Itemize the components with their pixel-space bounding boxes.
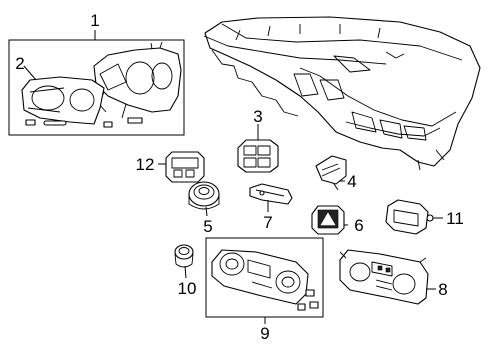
sensor-part-7 <box>249 183 293 205</box>
knob-part-5 <box>188 181 220 210</box>
callout-5: 5 <box>203 217 212 236</box>
callout-8: 8 <box>438 280 447 299</box>
callout-2: 2 <box>15 54 24 73</box>
callout-12: 12 <box>136 155 155 174</box>
callout-7: 7 <box>263 213 272 232</box>
dashboard-part <box>203 16 481 171</box>
center-console-part-9 <box>211 249 319 311</box>
connector-part-11 <box>385 199 434 235</box>
climate-panel-part-8 <box>339 249 429 305</box>
knob-part-10 <box>174 244 194 268</box>
callout-3: 3 <box>253 107 262 126</box>
cluster-group-box <box>8 39 185 136</box>
instrument-cluster-part <box>21 41 182 128</box>
switch-part-3 <box>237 139 279 173</box>
bracket-part-4 <box>315 155 347 191</box>
leader-lines <box>23 30 443 324</box>
callout-6: 6 <box>354 216 363 235</box>
hazard-switch-part-6 <box>311 205 345 235</box>
callout-1: 1 <box>90 11 99 30</box>
switch-part-12 <box>165 151 205 183</box>
callout-10: 10 <box>178 279 197 298</box>
callout-11: 11 <box>446 209 464 228</box>
callout-9: 9 <box>260 324 269 343</box>
callout-4: 4 <box>347 172 356 191</box>
